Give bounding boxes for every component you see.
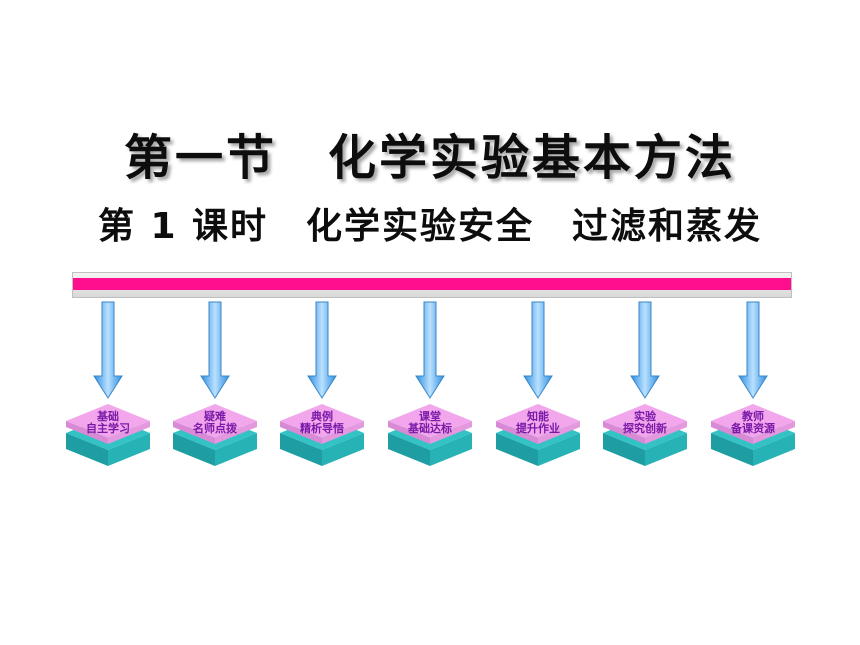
nav-node-experiment-inquiry[interactable]: 实验探究创新: [600, 298, 690, 473]
nav-node-basic-self-study[interactable]: 基础自主学习: [63, 298, 153, 473]
down-arrow-icon: [388, 301, 472, 466]
nav-node-label: 基础自主学习: [63, 411, 153, 435]
down-arrow-icon: [496, 301, 580, 466]
tile-icon: [496, 404, 580, 466]
nav-node-classroom-basics[interactable]: 课堂基础达标: [385, 298, 475, 473]
down-arrow-icon: [66, 301, 150, 466]
nav-node-label-line2: 名师点拨: [193, 422, 237, 435]
tile-icon: [388, 404, 472, 466]
nav-node-label-line2: 自主学习: [86, 422, 130, 435]
nav-node-label-line2: 提升作业: [516, 422, 560, 435]
tile-icon: [173, 404, 257, 466]
nav-node-label-line2: 探究创新: [623, 422, 667, 435]
nav-node-label-line1: 教师: [742, 410, 764, 423]
nav-node-label-line2: 精析导悟: [300, 422, 344, 435]
nav-node-label: 教师备课资源: [708, 411, 798, 435]
nav-node-label-line1: 知能: [527, 410, 549, 423]
divider-stripe: [73, 278, 791, 290]
down-arrow-icon: [173, 301, 257, 466]
down-arrow-icon: [603, 301, 687, 466]
nav-node-label: 实验探究创新: [600, 411, 690, 435]
nav-node-label-line1: 典例: [311, 410, 333, 423]
down-arrow-icon: [280, 301, 364, 466]
nav-node-example-analysis[interactable]: 典例精析导悟: [277, 298, 367, 473]
nav-node-label-line2: 备课资源: [731, 422, 775, 435]
nav-node-label-line1: 疑难: [204, 410, 226, 423]
nav-node-teacher-resources[interactable]: 教师备课资源: [708, 298, 798, 473]
nav-node-label: 课堂基础达标: [385, 411, 475, 435]
nav-node-difficult-points[interactable]: 疑难名师点拨: [170, 298, 260, 473]
nav-node-ability-homework[interactable]: 知能提升作业: [493, 298, 583, 473]
divider-bar: [72, 272, 792, 298]
tile-icon: [711, 404, 795, 466]
tile-icon: [603, 404, 687, 466]
nav-node-label: 典例精析导悟: [277, 411, 367, 435]
down-arrow-icon: [711, 301, 795, 466]
tile-icon: [280, 404, 364, 466]
nav-node-label: 疑难名师点拨: [170, 411, 260, 435]
nav-node-label-line1: 课堂: [419, 410, 441, 423]
tile-icon: [66, 404, 150, 466]
nav-node-label-line1: 实验: [634, 410, 656, 423]
nav-node-label-line2: 基础达标: [408, 422, 452, 435]
nav-node-label: 知能提升作业: [493, 411, 583, 435]
page-subtitle: 第 1 课时 化学实验安全 过滤和蒸发: [97, 206, 763, 247]
nav-node-label-line1: 基础: [97, 410, 119, 423]
page-title: 第一节 化学实验基本方法: [123, 130, 736, 186]
